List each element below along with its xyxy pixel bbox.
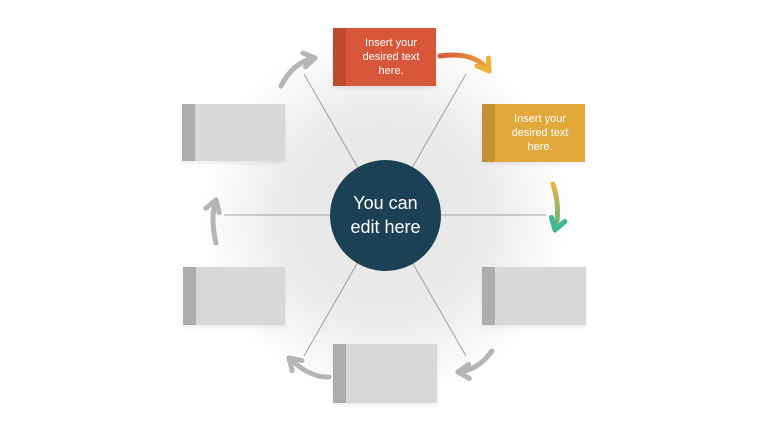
node-fold-strip: [482, 104, 495, 162]
flow-arrow-lower-left-icon: [286, 355, 332, 380]
flow-arrow-lower-right-icon: [455, 348, 495, 381]
node-bottom-placeholder[interactable]: [333, 344, 437, 403]
node-label: Insert your desired text here.: [362, 36, 420, 78]
node-fold-strip: [482, 267, 495, 325]
node-upper-left-placeholder[interactable]: [182, 104, 285, 161]
flow-arrow-left-icon: [203, 197, 222, 246]
center-label-line2: edit here: [350, 216, 421, 237]
flow-arrow-top-right-icon: [437, 52, 492, 74]
node-lower-right-placeholder[interactable]: [482, 267, 586, 325]
node-fold-strip: [333, 344, 346, 403]
center-circle[interactable]: You can edit here: [330, 160, 441, 271]
node-upper-right-yellow[interactable]: Insert your desired text here.: [482, 104, 585, 162]
node-lower-left-placeholder[interactable]: [183, 267, 285, 325]
flow-arrow-right-icon: [548, 181, 568, 233]
node-fold-strip: [182, 104, 195, 161]
node-top-red[interactable]: Insert your desired text here.: [333, 28, 436, 86]
flow-arrow-upper-left-icon: [278, 50, 318, 89]
node-fold-strip: [183, 267, 196, 325]
node-fold-strip: [333, 28, 346, 86]
node-label: Insert your desired text here.: [511, 112, 569, 154]
center-label-line1: You can: [353, 193, 418, 214]
